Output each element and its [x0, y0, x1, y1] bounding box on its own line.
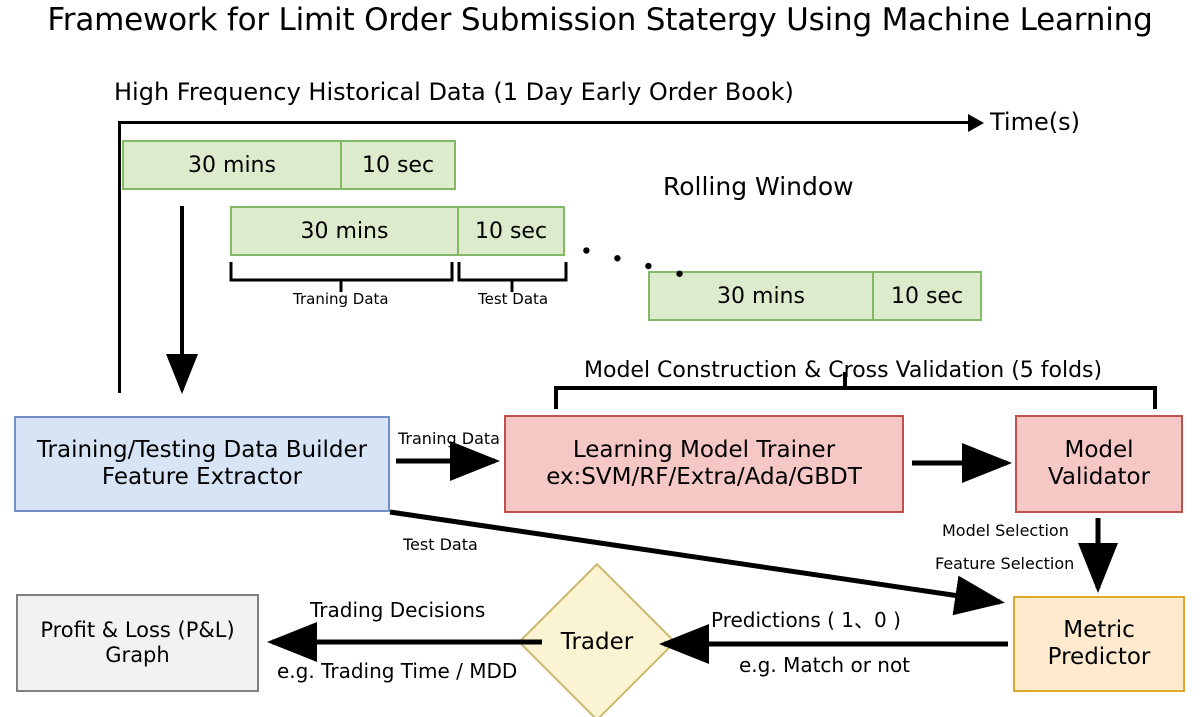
- ellipsis-dots: • • • •: [576, 238, 695, 291]
- model-trainer-box[interactable]: Learning Model Trainer ex:SVM/RF/Extra/A…: [504, 415, 904, 513]
- model-trainer-line2: ex:SVM/RF/Extra/Ada/GBDT: [546, 464, 862, 490]
- trader-node[interactable]: Trader: [517, 562, 677, 717]
- data-builder-line2: Feature Extractor: [101, 464, 303, 490]
- metric-predictor-box[interactable]: Metric Predictor: [1013, 596, 1185, 692]
- time-axis-line: [118, 121, 970, 124]
- cross-validation-label: Model Construction & Cross Validation (5…: [584, 358, 1103, 383]
- edge-label-test-data: Test Data: [403, 535, 478, 554]
- data-builder-line1: Training/Testing Data Builder: [36, 436, 368, 463]
- trader-label: Trader: [560, 629, 634, 655]
- metric-predictor-line1: Metric: [1063, 616, 1135, 643]
- edge-label-feature-selection: Feature Selection: [935, 554, 1075, 573]
- timeline-vertical-axis: [118, 121, 121, 393]
- bracket-label-test-data: Test Data: [478, 290, 549, 308]
- time-axis-label: Time(s): [990, 108, 1080, 136]
- model-validator-box[interactable]: Model Validator: [1015, 415, 1183, 513]
- window-3-test-segment: 10 sec: [872, 273, 980, 319]
- rolling-window-1: 30 mins 10 sec: [122, 140, 456, 190]
- rolling-window-2: 30 mins 10 sec: [230, 206, 565, 256]
- edge-label-match-or-not: e.g. Match or not: [739, 653, 911, 677]
- window-2-test-segment: 10 sec: [457, 208, 563, 254]
- window-3-train-segment: 30 mins: [717, 283, 805, 309]
- edge-label-model-selection: Model Selection: [942, 521, 1069, 540]
- data-source-label: High Frequency Historical Data (1 Day Ea…: [114, 78, 794, 106]
- pnl-graph-box[interactable]: Profit & Loss (P&L) Graph: [16, 594, 259, 692]
- metric-predictor-line2: Predictor: [1047, 644, 1151, 670]
- data-builder-box[interactable]: Training/Testing Data Builder Feature Ex…: [14, 416, 390, 512]
- edge-label-trading-time-mdd: e.g. Trading Time / MDD: [277, 659, 518, 683]
- window-2-train-segment: 30 mins: [300, 218, 389, 244]
- pnl-graph-line2: Graph: [105, 643, 170, 667]
- model-trainer-line1: Learning Model Trainer: [572, 436, 836, 463]
- bracket-test-data: [457, 262, 568, 292]
- edge-label-training-data: Traning Data: [398, 429, 500, 448]
- window-1-train-segment: 30 mins: [188, 152, 276, 178]
- rolling-window-3: 30 mins 10 sec: [648, 271, 982, 321]
- edge-label-predictions: Predictions ( 1、0 ): [711, 608, 901, 632]
- bracket-label-training-data: Traning Data: [293, 290, 389, 308]
- bracket-training-data: [229, 262, 454, 292]
- model-validator-line1: Model: [1064, 436, 1134, 463]
- edge-label-trading-decisions: Trading Decisions: [310, 598, 486, 622]
- model-validator-line2: Validator: [1047, 464, 1151, 490]
- pnl-graph-line1: Profit & Loss (P&L): [40, 618, 235, 643]
- page-title: Framework for Limit Order Submission Sta…: [47, 2, 1153, 38]
- time-axis-arrowhead-icon: [968, 114, 984, 132]
- rolling-window-label: Rolling Window: [663, 172, 854, 201]
- window-1-test-segment: 10 sec: [340, 142, 454, 188]
- arrow-builder-to-predictor-test-data: [389, 509, 1005, 616]
